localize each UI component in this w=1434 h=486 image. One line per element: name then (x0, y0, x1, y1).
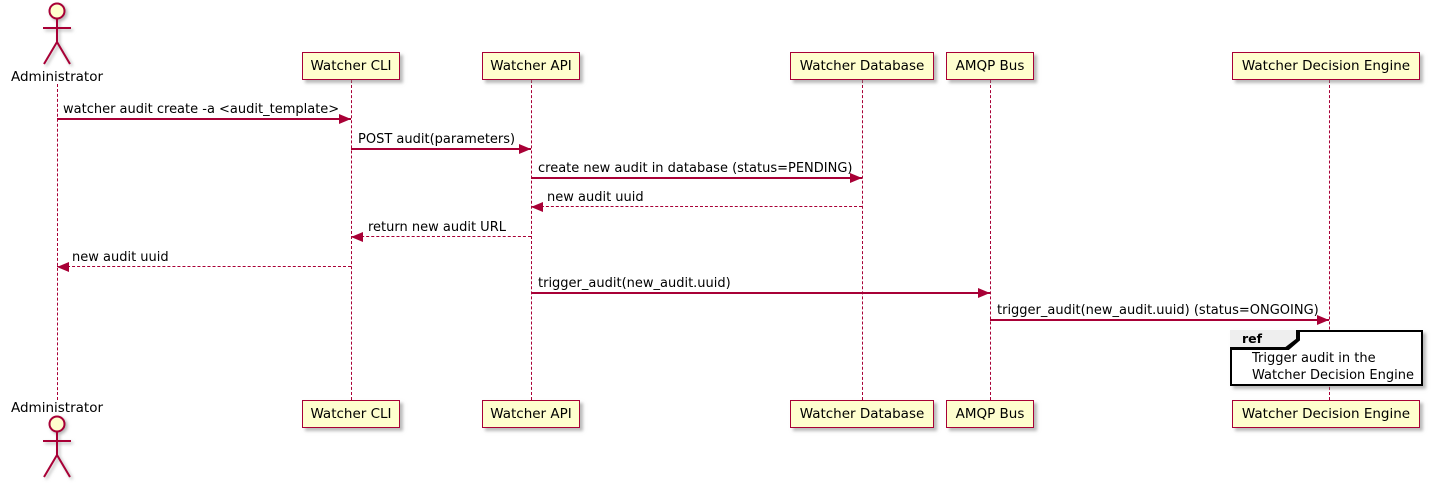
message-line-4 (531, 206, 862, 207)
message-label-4: new audit uuid (547, 190, 644, 205)
message-arrowhead-4 (531, 202, 543, 212)
message-arrowhead-2 (519, 144, 531, 154)
message-line-1 (57, 118, 351, 120)
message-label-6: new audit uuid (72, 250, 169, 265)
lifeline-watcher-database (862, 80, 863, 400)
actor-label-bottom: Administrator (10, 400, 104, 416)
participant-box-watcher-api-top: Watcher API (482, 52, 580, 80)
ref-text-line-1: Trigger audit in the (1252, 351, 1376, 366)
message-label-5: return new audit URL (368, 220, 506, 235)
ref-tab: ref (1230, 330, 1296, 347)
actor-icon-bottom (43, 415, 71, 478)
participant-box-watcher-cli-top: Watcher CLI (302, 52, 400, 80)
participant-box-watcher-api-bottom: Watcher API (482, 400, 580, 428)
message-line-8 (990, 319, 1329, 321)
message-arrowhead-3 (850, 173, 862, 183)
message-label-8: trigger_audit(new_audit.uuid) (status=ON… (997, 303, 1319, 318)
participant-box-watcher-database-bottom: Watcher Database (790, 400, 934, 428)
ref-text-line-2: Watcher Decision Engine (1252, 368, 1414, 383)
lifeline-watcher-api (531, 80, 532, 400)
message-arrowhead-8 (1317, 315, 1329, 325)
message-line-5 (351, 236, 531, 237)
participant-box-watcher-cli-bottom: Watcher CLI (302, 400, 400, 428)
message-label-1: watcher audit create -a <audit_template> (63, 102, 340, 117)
participant-box-watcher-decision-engine-top: Watcher Decision Engine (1232, 52, 1420, 80)
message-arrowhead-1 (339, 114, 351, 124)
lifeline-amqp-bus (990, 80, 991, 400)
actor-label-top: Administrator (10, 69, 104, 85)
message-line-7 (531, 292, 990, 294)
actor-icon-top (43, 2, 71, 65)
message-label-2: POST audit(parameters) (358, 132, 516, 147)
lifeline-watcher-decision-engine (1329, 80, 1330, 400)
participant-box-watcher-decision-engine-bottom: Watcher Decision Engine (1232, 400, 1420, 428)
message-label-3: create new audit in database (status=PEN… (538, 161, 853, 176)
ref-fragment: ref Trigger audit in the Watcher Decisio… (1230, 330, 1423, 386)
participant-box-amqp-bus-top: AMQP Bus (946, 52, 1034, 80)
message-line-2 (351, 148, 531, 150)
lifeline-administrator (57, 84, 58, 400)
ref-tab-border: ref (1230, 330, 1300, 350)
message-arrowhead-6 (57, 262, 69, 272)
participant-box-amqp-bus-bottom: AMQP Bus (946, 400, 1034, 428)
participant-box-watcher-database-top: Watcher Database (790, 52, 934, 80)
message-line-6 (57, 266, 351, 267)
message-arrowhead-7 (978, 288, 990, 298)
message-arrowhead-5 (351, 232, 363, 242)
message-line-3 (531, 177, 862, 179)
message-label-7: trigger_audit(new_audit.uuid) (538, 276, 731, 291)
